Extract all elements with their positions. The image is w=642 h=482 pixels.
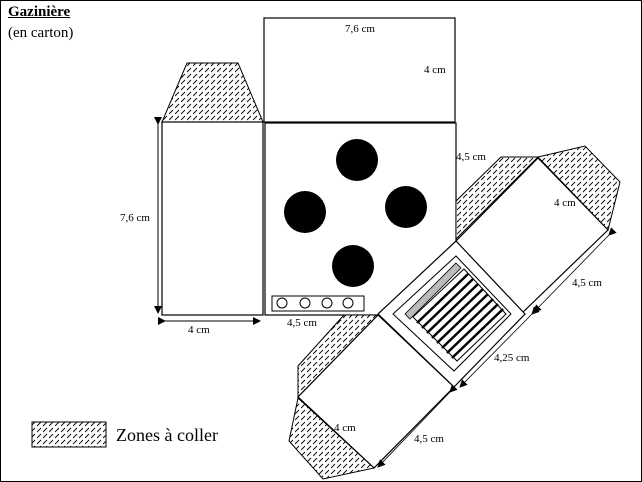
- side-panel: [161, 121, 264, 316]
- burner-right: [385, 186, 427, 228]
- top-panel-width-label: 7,6 cm: [345, 23, 375, 35]
- oven-door-inner-frame: [392, 255, 512, 372]
- burner-bottom: [332, 245, 374, 287]
- stovetop-right-height-label: 4,5 cm: [456, 151, 486, 163]
- burner-top: [336, 139, 378, 181]
- side-panel-width-label: 4 cm: [188, 324, 210, 336]
- diagonal-right-dimension: [531, 227, 617, 315]
- diagonal-bottom-length-label: 4,5 cm: [414, 433, 444, 445]
- lower-flap-width-label: 4 cm: [334, 422, 356, 434]
- side-panel-height-label: 7,6 cm: [120, 212, 150, 224]
- diagonal-bottom-dimension: [377, 384, 458, 468]
- knob-3: [321, 297, 333, 309]
- top-panel: [263, 17, 456, 123]
- page-subtitle: (en carton): [8, 25, 74, 41]
- diagonal-right-length-label: 4,5 cm: [572, 277, 602, 289]
- knob-1: [276, 297, 288, 309]
- legend-label: Zones à coller: [116, 425, 218, 445]
- stovetop-bottom-width-label: 4,5 cm: [287, 317, 317, 329]
- oven-handle: [404, 262, 462, 320]
- glue-flap-lower-bottom: [288, 397, 376, 480]
- upper-flap-width-label: 4 cm: [554, 197, 576, 209]
- top-panel-height-label: 4 cm: [424, 64, 446, 76]
- knob-panel: [271, 295, 365, 312]
- legend-swatch: [31, 421, 107, 448]
- knob-2: [299, 297, 311, 309]
- oven-door-width-label: 4,25 cm: [494, 352, 530, 364]
- page-title: Gazinière: [8, 4, 71, 20]
- oven-door-dimension: [459, 304, 542, 388]
- knob-4: [342, 297, 354, 309]
- burner-left: [284, 191, 326, 233]
- glue-flap-top: [161, 62, 264, 123]
